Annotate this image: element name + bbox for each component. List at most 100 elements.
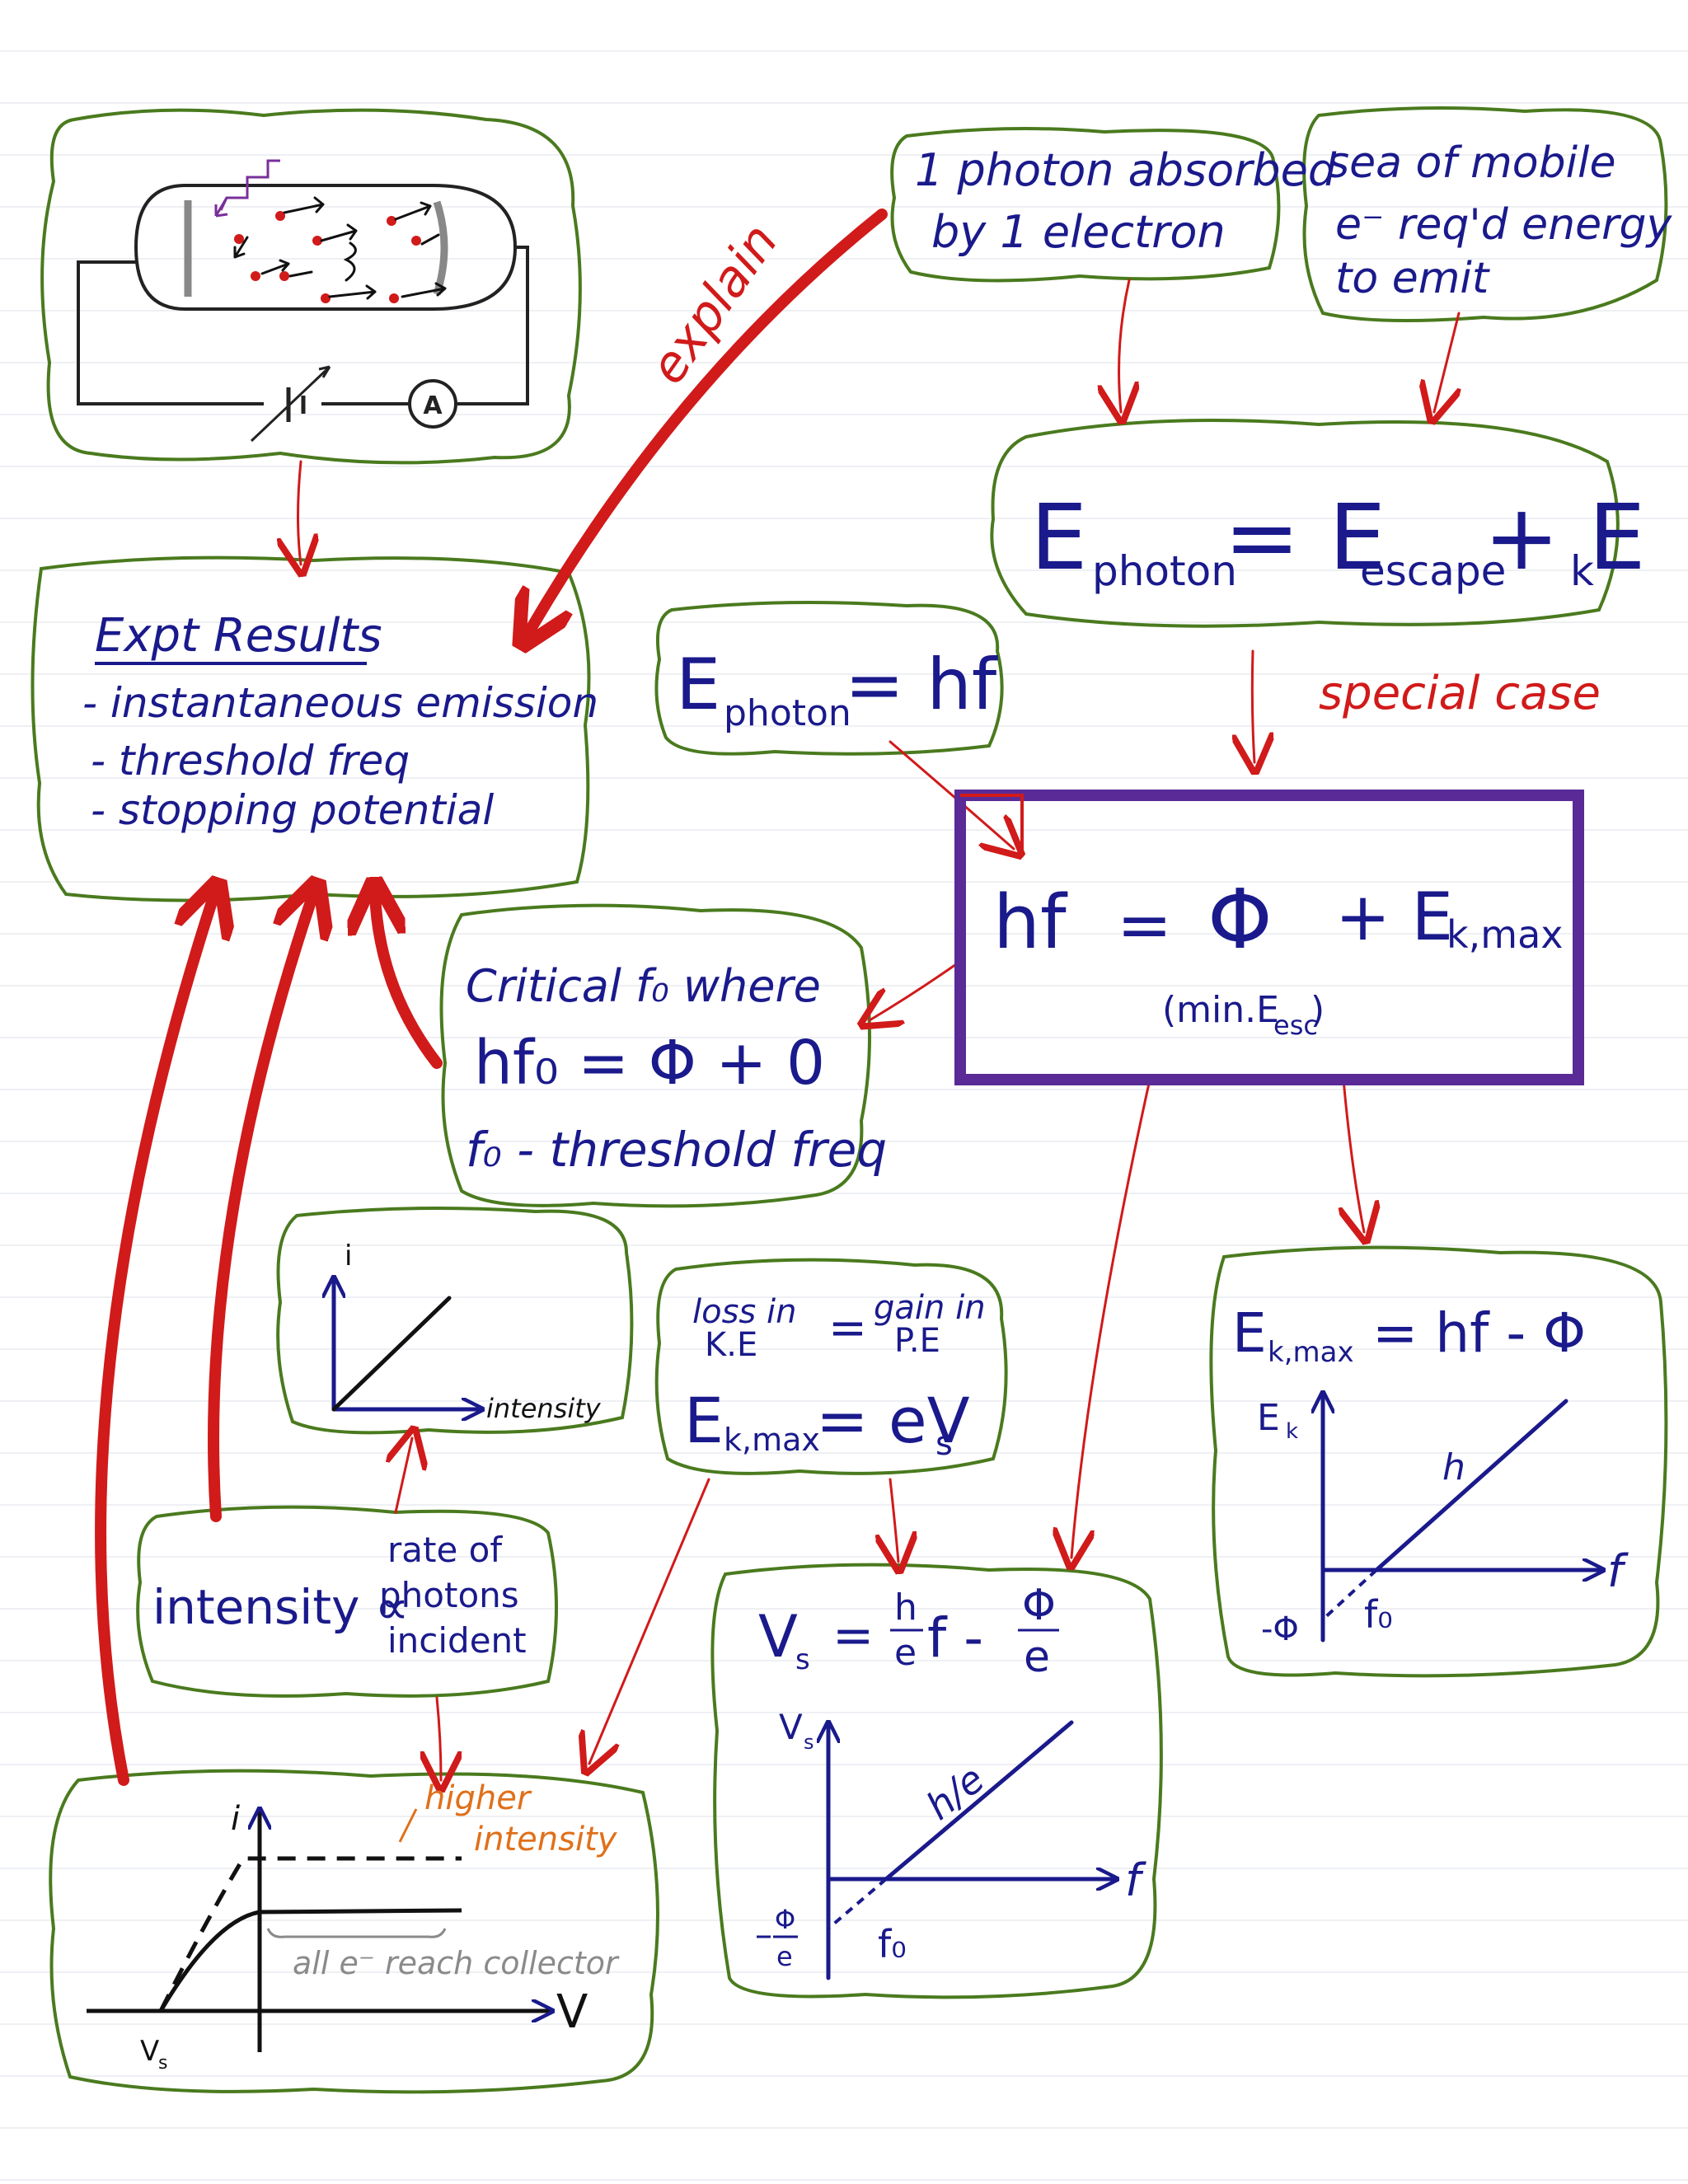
critical-line1: Critical f₀ where	[466, 960, 821, 1012]
eb-E: E	[684, 1384, 724, 1457]
main-equation-box	[954, 790, 1584, 1085]
photon-absorbed-line2: by 1 electron	[931, 206, 1226, 258]
main-eq-note: (min.E	[1162, 989, 1279, 1031]
expt-results-title: Expt Results	[95, 609, 382, 663]
sea-electrons-note: sea of mobile e⁻ req'd energy to emit	[1327, 138, 1673, 303]
main-eq-note-end: )	[1311, 989, 1325, 1031]
main-equation: hf = Φ + E k,max (min.E esc )	[954, 790, 1584, 1085]
eb-gain-2: P.E	[894, 1322, 940, 1360]
electrons	[234, 211, 421, 303]
iv-graph: i V V s higher intensity all e⁻ reach co…	[87, 1779, 620, 2074]
eb-loss-1: loss in	[692, 1293, 796, 1331]
ekmax-slope-label: h	[1442, 1446, 1465, 1488]
sea-line3: to emit	[1335, 254, 1490, 303]
arrow-balance-to-iv	[589, 1478, 710, 1764]
energy-eq-k-sub: k	[1570, 547, 1594, 595]
expt-results-cloud	[30, 555, 591, 902]
expt-result-item: - stopping potential	[91, 786, 494, 834]
ammeter-label: A	[423, 391, 443, 420]
iv-y-label: i	[231, 1800, 240, 1838]
ci-y-label: i	[345, 1240, 352, 1272]
ammeter-icon	[408, 379, 457, 429]
eb-gain-1: gain in	[874, 1289, 986, 1327]
light-arrow-icon	[214, 197, 228, 218]
intensity-rate-lhs: intensity ∝	[152, 1579, 409, 1635]
arrow-main-to-vs	[1071, 1078, 1151, 1558]
photon-absorbed-note: 1 photon absorbed by 1 electron	[915, 144, 1337, 258]
energy-eq-photon-sub: photon	[1092, 547, 1237, 595]
vs-graph: V s = h e f - Φ e V s h/e f Φ e f₀	[757, 1581, 1146, 1980]
iv-graph-cloud	[49, 1769, 659, 2094]
ekmax-series-line	[1374, 1399, 1568, 1572]
iv-all-e-label: all e⁻ reach collector	[293, 1945, 620, 1981]
ekmax-f0-label: f₀	[1364, 1592, 1393, 1637]
cloud-boundaries	[30, 106, 1668, 2094]
connectors	[95, 209, 1459, 1786]
eb-loss-2: K.E	[705, 1326, 757, 1364]
eb-rhs: = eV	[816, 1384, 970, 1457]
vs-eq-sub: s	[795, 1643, 810, 1676]
energy-balance: loss in K.E = gain in P.E E k,max = eV s	[684, 1289, 986, 1463]
arrow-hf-to-main	[889, 740, 1014, 849]
photoelectric-apparatus: A	[77, 159, 529, 443]
main-eq-note-sub: esc	[1273, 1010, 1318, 1041]
vs-intercept-e: e	[776, 1941, 793, 1972]
vs-x-label: f	[1125, 1854, 1146, 1906]
ekmax-y-label: E	[1257, 1397, 1280, 1439]
main-eq-plus-E: + E	[1335, 879, 1453, 955]
photon-hf-rhs: = hf	[845, 644, 998, 726]
vs-eq-equals: =	[832, 1607, 874, 1665]
main-eq-hf: hf	[993, 879, 1068, 966]
arrow-main-to-critical	[870, 963, 958, 1020]
vs-y-sub: s	[804, 1731, 814, 1754]
experiment-cloud	[40, 108, 582, 465]
ci-x-label: intensity	[486, 1393, 602, 1424]
vs-series-line	[884, 1720, 1074, 1882]
iv-vs-label: V	[140, 2035, 159, 2068]
electron-paths	[233, 196, 447, 300]
energy-eq-escape-sub: escape	[1360, 547, 1506, 595]
arrow-special-case	[1252, 649, 1254, 762]
intensity-rate: intensity ∝ rate of photons incident	[152, 1530, 527, 1661]
sea-line1: sea of mobile	[1327, 138, 1616, 188]
energy-eq-E: E	[1030, 485, 1088, 590]
iv-higher-1: higher	[424, 1779, 532, 1817]
eb-kmax-sub: k,max	[724, 1422, 820, 1458]
vs-eq-e2: e	[1024, 1633, 1050, 1682]
arrow-iv-to-results	[95, 894, 214, 1786]
photon-absorbed-line1: 1 photon absorbed	[915, 144, 1337, 196]
iv-low-intensity-curve	[158, 1908, 462, 2013]
energy-balance-cloud	[654, 1258, 1008, 1475]
vs-f0-label: f₀	[878, 1922, 907, 1966]
ekmax-graph: E k,max = hf - Φ E k h f -Φ f₀	[1232, 1301, 1629, 1648]
sea-line2: e⁻ req'd energy	[1335, 200, 1673, 250]
main-eq-phi: Φ	[1207, 871, 1273, 968]
photon-hf-cloud	[654, 601, 1004, 756]
sea-electrons-cloud	[1302, 106, 1668, 322]
critical-line2: hf₀ = Φ + 0	[474, 1028, 825, 1099]
arrow-explain	[528, 209, 888, 635]
arrow-main-to-ekmax	[1343, 1078, 1364, 1232]
arrow-sea-to-energy	[1434, 312, 1459, 412]
arrow-photon-to-energy	[1119, 279, 1129, 412]
critical-line3: f₀ - threshold freq	[466, 1122, 887, 1178]
eb-equals: =	[828, 1301, 867, 1355]
special-case-label: special case	[1319, 667, 1601, 720]
collector-plate	[433, 200, 448, 296]
energy-eq-cloud	[990, 419, 1620, 628]
vs-intercept-phi: Φ	[775, 1904, 795, 1935]
ekmax-eq-E: E	[1232, 1301, 1267, 1365]
iv-high-intensity-curve	[158, 1856, 462, 2013]
arrow-balance-to-vs	[890, 1478, 898, 1562]
iv-vs-sub: s	[158, 2053, 167, 2074]
vs-y-label: V	[779, 1707, 803, 1747]
vs-graph-cloud	[710, 1563, 1163, 1999]
photon-absorbed-cloud	[890, 127, 1281, 283]
ekmax-y-sub: k	[1286, 1419, 1298, 1444]
ekmax-eq-sub: k,max	[1268, 1336, 1354, 1369]
ekmax-graph-cloud	[1209, 1245, 1668, 1678]
arrow-rate-to-current	[396, 1438, 412, 1514]
photon-hf-E: E	[676, 644, 720, 726]
energy-eq-k-E: + E	[1484, 485, 1646, 590]
